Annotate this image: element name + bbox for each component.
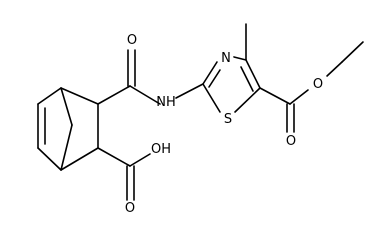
bond-c4-bridge [60, 87, 73, 126]
acid-bonds [97, 147, 151, 201]
bond-amide-c-n [129, 85, 161, 105]
bond-c2-n3-double [208, 69, 221, 88]
bond-c4-c5-double [240, 66, 254, 92]
atom-label-ester-o: O [313, 77, 323, 92]
molecule-structure-diagram: NH O N S OH O O O [37, 23, 364, 216]
bond-c5-c4 [37, 87, 62, 105]
bond-s1-c2 [202, 83, 221, 113]
bond-acid-c-oh [129, 153, 151, 167]
atom-label-thiazole-s: S [224, 112, 232, 127]
ester-bonds [259, 41, 364, 133]
atom-label-ester-carbonyl-o: O [286, 134, 296, 149]
bond-c2-acid-c [97, 147, 131, 167]
atom-label-acid-o: O [125, 201, 135, 216]
bond-n-thiazole [175, 83, 204, 99]
bond-bridge-c1 [60, 124, 73, 171]
bond-c3-amide-c [97, 85, 131, 105]
bond-ch2-ch3 [341, 41, 364, 63]
bond-c5-s1 [234, 87, 261, 113]
bond-c2-n3 [202, 61, 218, 85]
bond-c4-c5 [245, 59, 261, 89]
thiazole-bonds [202, 23, 261, 113]
bond-n3-c4 [233, 56, 247, 61]
bond-c2-c1 [60, 147, 99, 171]
bond-c1-c6 [37, 147, 62, 171]
atom-labels: NH O N S OH O O O [125, 33, 323, 216]
bond-o-ch2 [326, 61, 343, 77]
bond-c5-ester-c [259, 87, 291, 105]
norbornene-bonds [37, 87, 99, 171]
bond-c4-c3 [60, 87, 99, 105]
atom-label-nh: NH [156, 95, 176, 110]
atom-label-thiazole-n: N [221, 51, 231, 66]
amide-bonds [97, 49, 204, 105]
atom-label-amide-o: O [127, 33, 137, 48]
atom-label-acid-oh: OH [151, 142, 171, 157]
bond-ester-c-o [289, 89, 309, 105]
